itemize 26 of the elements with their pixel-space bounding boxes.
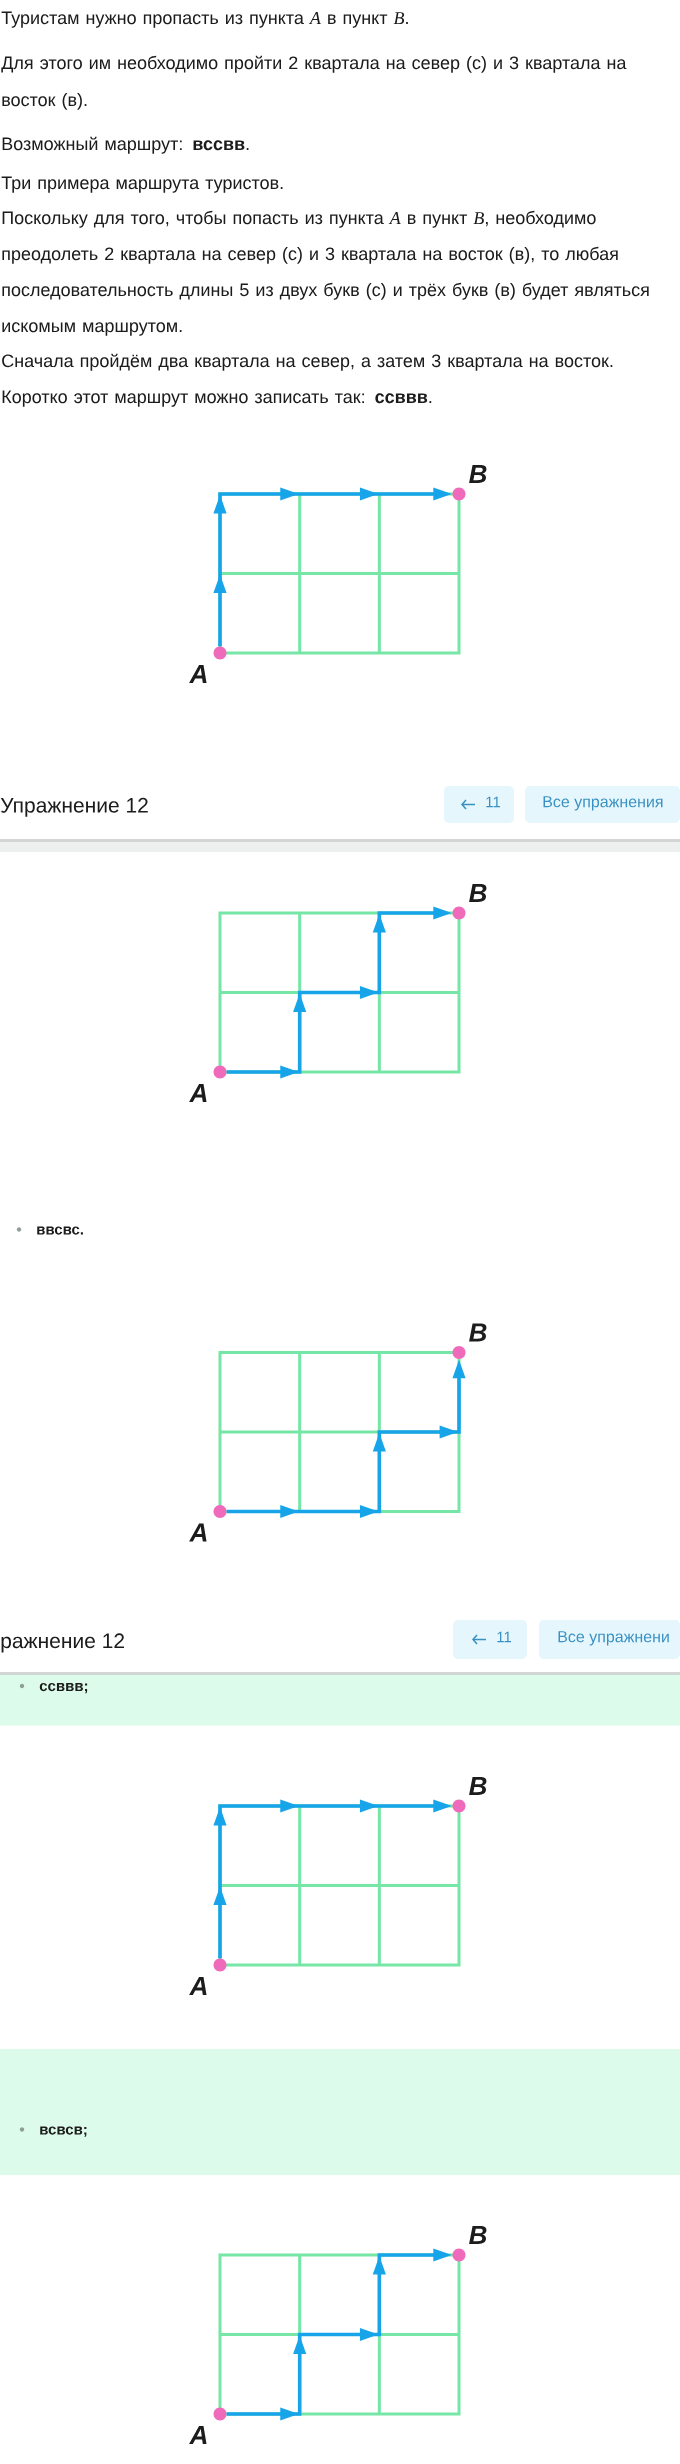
point-label: A [189,1977,207,1995]
paragraph: Для этого им необходимо пройти 2 квартала на север (с) и 3 квартала на восток (в). [1,55,627,110]
all-exercises-button: Все упражнения [525,786,680,823]
paragraph: Коротко этот маршрут можно записать так: ссввв. [2,390,432,407]
all-exercises-button: Все упражнени [539,1620,680,1659]
paragraph: Туристам нужно пропасть из пункта A в пункт B. [1,11,408,28]
point-label: A [189,2426,207,2444]
paragraph: Сначала пройдём два квартала на север, а затем 3 квартала на восток. [2,353,613,371]
point-label: A [189,665,207,683]
point-label: B [469,1777,487,1795]
point-label: A [189,1084,207,1102]
point-label: B [469,884,487,902]
paragraph: Поскольку для того, чтобы попасть из пункта A в пункт B, необходимо преодолеть 2 квартала на север (с) и 3 квартала на восток (в), то любая последовательность длины 5 из двух букв (с) и трёх букв (в) будет являться искомым маршрутом. [2,210,649,336]
heading: Упражнение 12 [0,797,148,817]
point-label: A [189,1523,207,1542]
point-label: B [469,465,487,483]
paragraph: Возможный маршрут: вссвв. [2,136,249,154]
list-item: ссввв; [39,1682,88,1694]
list-item: ввсвс. [37,1226,83,1235]
heading: ражнение 12 [1,1633,124,1653]
back-button: 11 [453,1620,527,1659]
paragraph: Три примера маршрута туристов. [1,176,283,193]
back-button: 11 [444,786,514,823]
point-label: B [469,1323,487,1342]
list-item: всвсв; [40,2126,87,2137]
point-label: B [469,2226,487,2244]
